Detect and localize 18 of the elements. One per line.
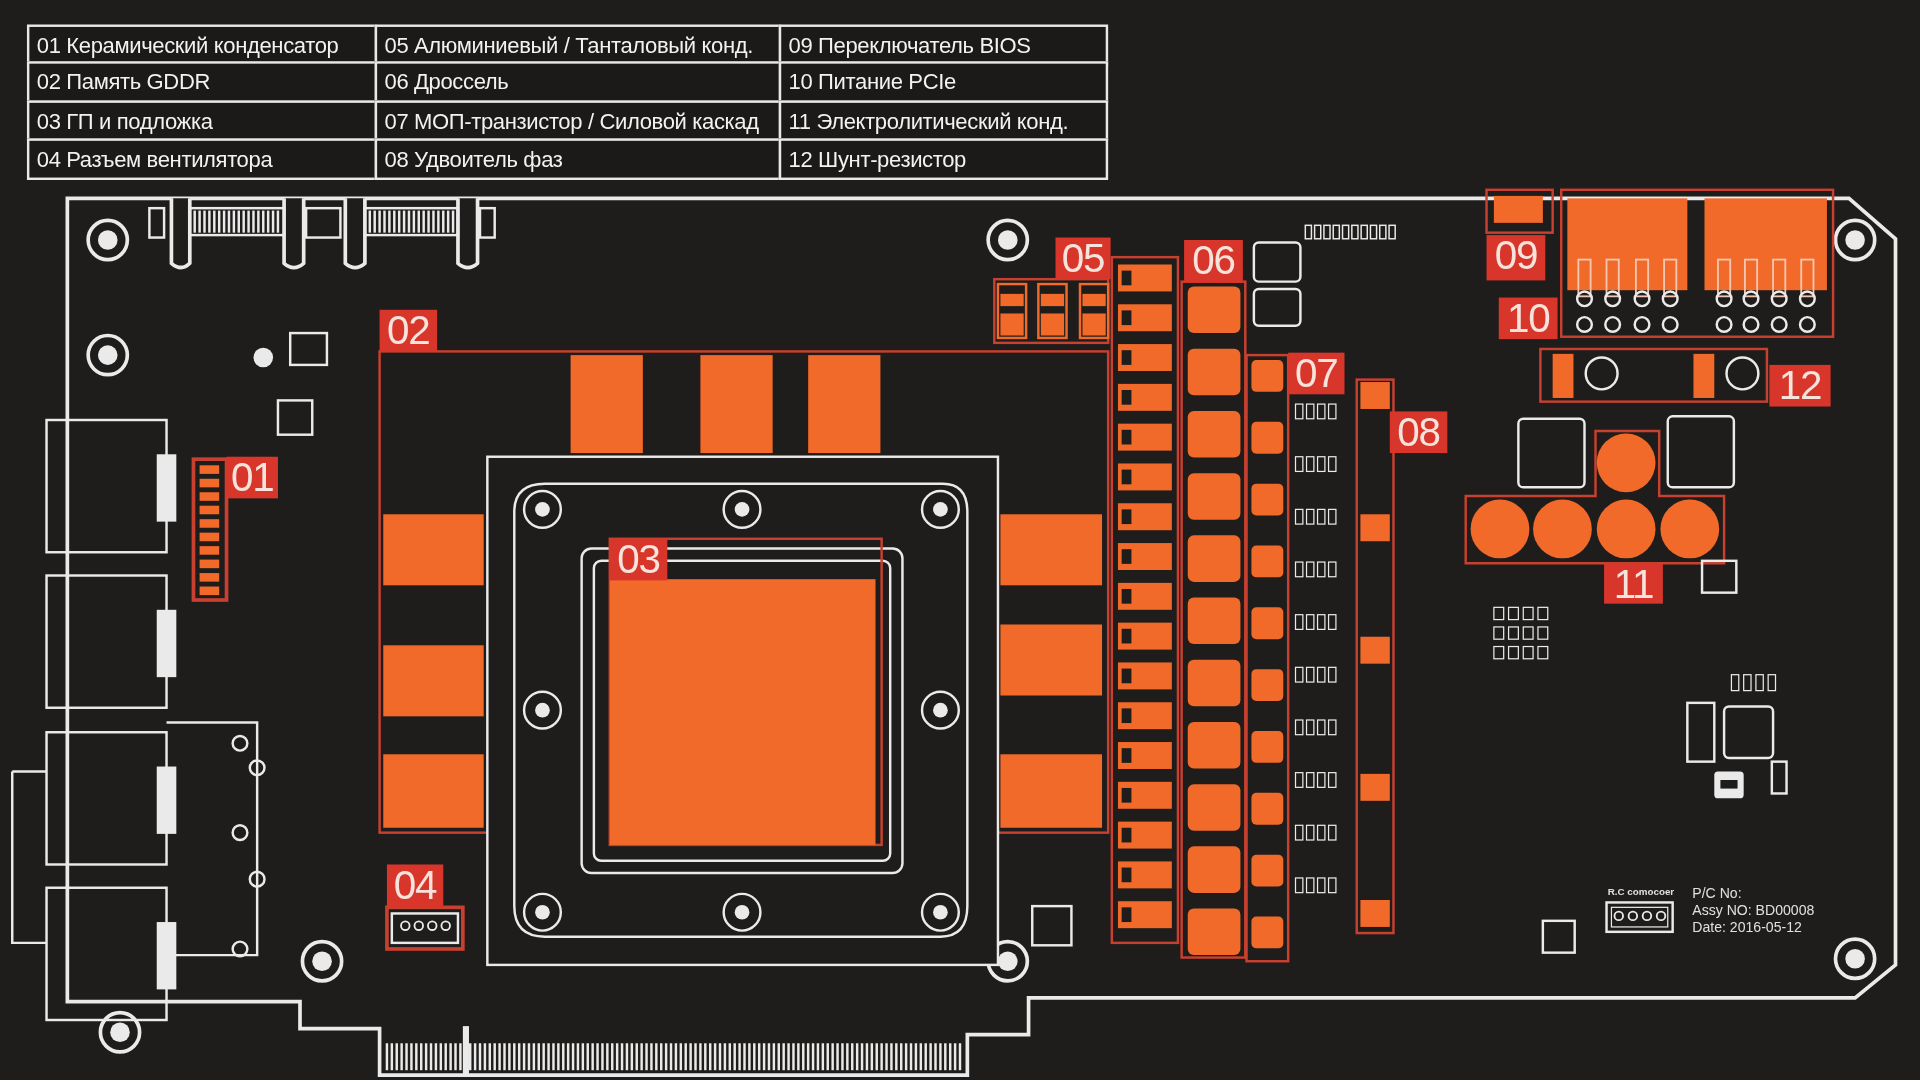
callout-number: 01 xyxy=(226,456,278,499)
legend-table-cell: 10 Питание PCIe xyxy=(778,60,1109,103)
callout-number: 06 xyxy=(1184,240,1243,283)
callout-number: 08 xyxy=(1389,411,1448,454)
silkscreen-text: P/C No: xyxy=(1692,884,1742,902)
legend-table-cell: 12 Шунт-резистор xyxy=(778,138,1109,180)
callout-number: 02 xyxy=(379,309,438,352)
callout-number: 04 xyxy=(386,864,444,908)
silkscreen-text: Assy NO: BD00008 xyxy=(1692,901,1815,919)
silkscreen-text: R.C comocoer xyxy=(1607,886,1675,899)
callout-number: 07 xyxy=(1288,352,1345,395)
silkscreen-text: Date: 2016-05-12 xyxy=(1692,918,1802,936)
callout-number: 10 xyxy=(1498,297,1558,340)
callout-number: 05 xyxy=(1055,237,1111,280)
callout-number: 12 xyxy=(1769,364,1831,407)
callout-number: 03 xyxy=(609,538,668,581)
callout-number: 11 xyxy=(1604,563,1663,604)
callout-number: 09 xyxy=(1486,235,1546,281)
